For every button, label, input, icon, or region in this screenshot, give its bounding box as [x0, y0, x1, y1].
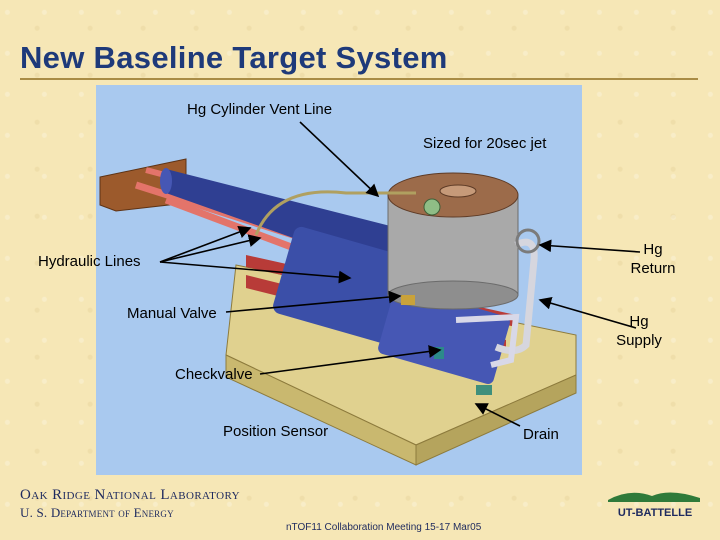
org-line-doe: U. S. Department of Energy	[20, 505, 174, 520]
label-hg-supply: Hg Supply	[608, 312, 670, 350]
label-position-sensor: Position Sensor	[223, 423, 329, 440]
label-hg-return: Hg Return	[622, 240, 684, 278]
label-hg-supply-line1: Hg	[629, 313, 649, 330]
label-hg-supply-line2: Supply	[616, 332, 662, 349]
meeting-caption: nTOF11 Collaboration Meeting 15-17 Mar05	[286, 522, 482, 533]
label-sized-for-jet: Sized for 20sec jet	[423, 135, 547, 152]
footer-organization: Oak Ridge National Laboratory U. S. Depa…	[20, 486, 240, 522]
label-manual-valve: Manual Valve	[127, 305, 217, 322]
label-hydraulic-lines: Hydraulic Lines	[38, 253, 141, 270]
org-line-ornl: Oak Ridge National Laboratory	[20, 487, 240, 503]
svg-text:UT-BATTELLE: UT-BATTELLE	[618, 507, 692, 519]
title-divider	[20, 78, 698, 80]
ut-battelle-logo: UT-BATTELLE	[608, 492, 700, 519]
label-hg-return-line2: Return	[630, 260, 676, 277]
label-vent-line: Hg Cylinder Vent Line	[187, 101, 333, 118]
label-hg-return-line1: Hg	[643, 241, 663, 258]
label-checkvalve: Checkvalve	[175, 366, 253, 383]
slide-title: New Baseline Target System	[20, 40, 448, 75]
label-drain: Drain	[523, 426, 559, 443]
